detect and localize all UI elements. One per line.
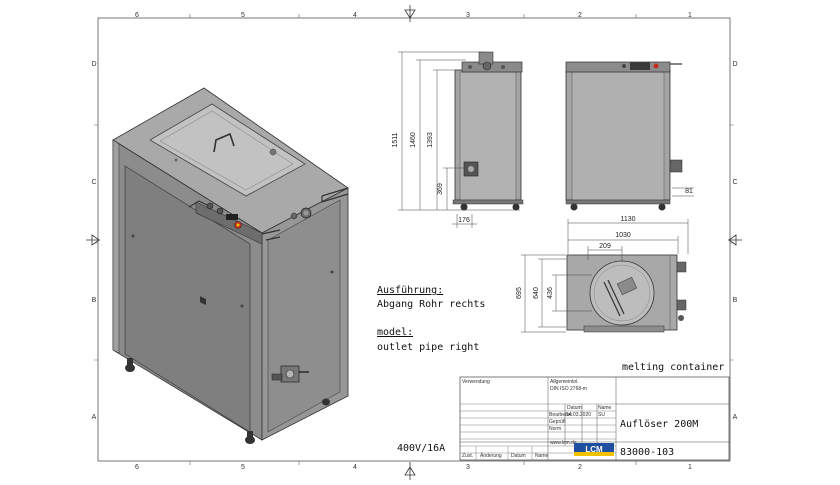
rear-view-dimensions [672, 187, 694, 197]
lid-handle [213, 132, 235, 153]
zone-right-d: D [732, 61, 737, 68]
zone-bottom-1: 1 [688, 464, 692, 471]
tb-datum-small: Datum [511, 453, 526, 459]
ausfuehrung-value: Abgang Rohr rechts [377, 299, 485, 310]
tb-datum-header: Datum [567, 405, 582, 411]
zone-left-d: D [91, 61, 96, 68]
zone-markers: 6 5 4 3 2 1 6 5 4 3 2 1 D C B A D C B A [91, 12, 737, 471]
dim-side-176: 176 [458, 217, 470, 224]
lid [149, 103, 306, 197]
center-mark-left [86, 234, 100, 246]
tb-norm: Norm [549, 426, 561, 432]
zone-top-6: 6 [135, 12, 139, 19]
tb-name-header: Name [598, 405, 612, 411]
zone-bottom-5: 5 [241, 464, 245, 471]
english-title: melting container [622, 362, 724, 373]
isometric-view [112, 87, 349, 444]
rear-display [630, 62, 650, 70]
dim-depth-640: 640 [533, 287, 540, 299]
voltage-rating: 400V/16A [397, 443, 445, 454]
center-mark-right [728, 234, 742, 246]
tb-verwendung: Verwendung [462, 379, 490, 385]
center-mark-bottom [404, 462, 416, 480]
center-mark-top [404, 5, 416, 22]
zone-right-b: B [733, 297, 738, 304]
lcm-logo: LCM [574, 443, 614, 456]
tb-name-small: Name [535, 453, 549, 459]
zone-left-b: B [92, 297, 97, 304]
tb-zustand: Zust. [462, 453, 473, 459]
rear-view [565, 61, 683, 211]
dim-height-369: 369 [437, 183, 444, 195]
drawing-number: 83000-103 [620, 447, 674, 458]
switch-icon [200, 296, 206, 306]
zone-bottom-4: 4 [353, 464, 357, 471]
tb-tolerance-label: Allgemeintol. [550, 379, 579, 385]
top-view [566, 254, 687, 333]
zone-bottom-6: 6 [135, 464, 139, 471]
tb-bearbeitet-date: 14.03.2020 [566, 412, 591, 418]
lid-knob [269, 148, 277, 156]
zone-top-3: 3 [466, 12, 470, 19]
zone-right-a: A [733, 414, 738, 421]
dim-depth-436: 436 [547, 287, 554, 299]
top-view-dimensions [521, 219, 689, 333]
top-view-handle [603, 279, 625, 317]
front-handle-bar [261, 229, 281, 241]
zone-top-1: 1 [688, 12, 692, 19]
model-value: outlet pipe right [377, 342, 479, 353]
tb-tolerance-value: DIN ISO 2768-m [550, 386, 587, 392]
ausfuehrung-label: Ausführung: [377, 285, 443, 296]
dim-height-1511: 1511 [392, 132, 399, 147]
zone-top-5: 5 [241, 12, 245, 19]
side-view [452, 51, 524, 211]
tb-geprueft: Geprüft [549, 419, 566, 425]
tb-aenderung: Änderung [480, 452, 502, 459]
dim-width-1130: 1130 [620, 216, 635, 223]
zone-bottom-2: 2 [578, 464, 582, 471]
dim-width-209: 209 [599, 243, 611, 250]
zone-left-c: C [91, 179, 96, 186]
control-knob-1 [206, 202, 214, 210]
outlet-valve [271, 365, 309, 383]
dim-rear-81: 81 [685, 188, 693, 195]
zone-right-c: C [732, 179, 737, 186]
model-label: model: [377, 327, 413, 338]
svg-text:LCM: LCM [585, 445, 603, 454]
zone-left-a: A [92, 414, 97, 421]
side-panel [267, 199, 341, 433]
tb-bearbeitet: Bearbeitet [549, 412, 572, 418]
centering-marks [86, 5, 742, 480]
tb-bearbeitet-name: SU [598, 412, 605, 418]
title-block: melting container Verwendung Allgemeinto… [459, 362, 730, 461]
dim-depth-695: 695 [516, 287, 523, 299]
zone-top-4: 4 [353, 12, 357, 19]
product-name: Auflöser 200M [620, 419, 698, 430]
control-knob-2 [216, 207, 224, 215]
dim-height-1393: 1393 [427, 132, 434, 148]
casters [125, 358, 330, 444]
zone-top-2: 2 [578, 12, 582, 19]
rear-pipe [321, 187, 349, 203]
display-panel [226, 214, 238, 220]
dim-width-1030: 1030 [615, 232, 631, 239]
dim-height-1460: 1460 [410, 132, 417, 148]
tb-website: www.lcm.de [550, 440, 577, 446]
zone-bottom-3: 3 [466, 464, 470, 471]
side-view-dimensions [398, 51, 520, 228]
